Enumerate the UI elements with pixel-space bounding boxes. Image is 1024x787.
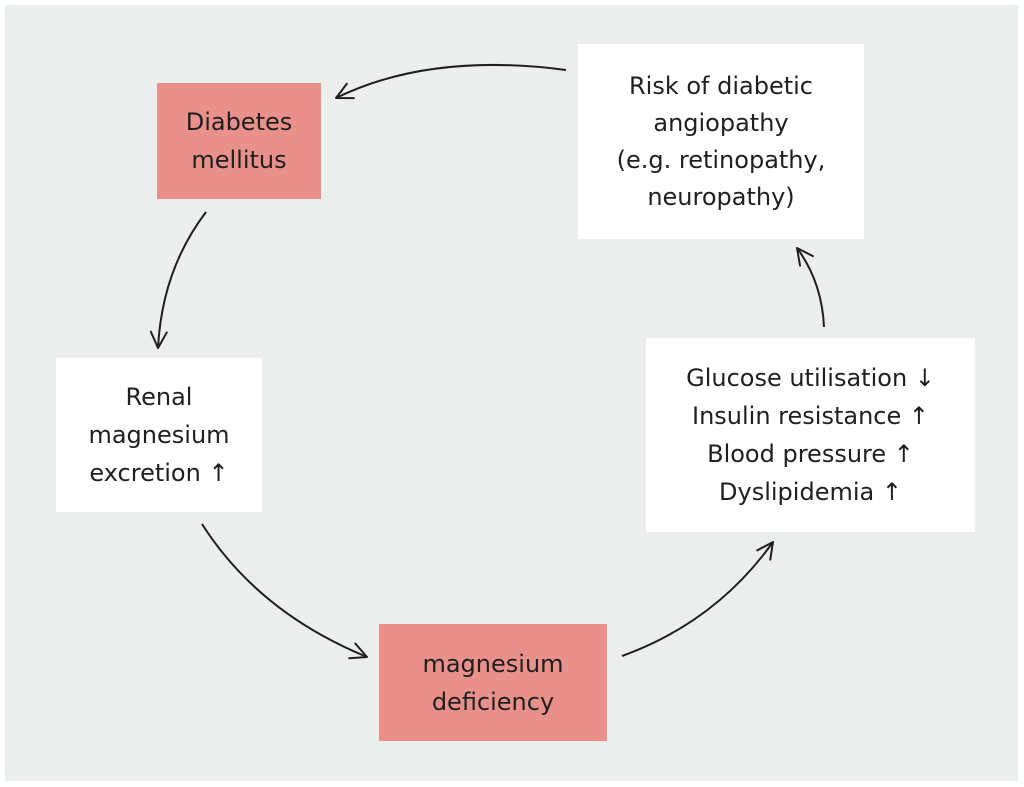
node-risk-line-4: neuropathy) xyxy=(647,182,795,211)
node-renal-line-3: excretion ↑ xyxy=(89,459,229,487)
node-effects-line-3: Blood pressure ↑ xyxy=(707,440,914,468)
node-magnesium-deficiency: magnesium deficiency xyxy=(379,624,607,741)
node-renal-line-2: magnesium xyxy=(88,421,230,449)
node-magnesium-line-1: magnesium xyxy=(422,649,564,678)
node-diabetes-line-2: mellitus xyxy=(191,146,287,174)
node-magnesium-line-2: deficiency xyxy=(431,687,555,716)
node-diabetes-mellitus: Diabetes mellitus xyxy=(157,83,321,199)
node-risk-line-2: angiopathy xyxy=(653,108,789,137)
node-diabetes-line-1: Diabetes xyxy=(185,108,293,136)
node-renal-line-1: Renal xyxy=(125,383,193,411)
node-risk-angiopathy: Risk of diabetic angiopathy (e.g. retino… xyxy=(578,44,864,239)
node-risk-line-1: Risk of diabetic xyxy=(628,71,814,100)
node-effects-line-1: Glucose utilisation ↓ xyxy=(686,364,935,392)
node-risk-line-3: (e.g. retinopathy, xyxy=(616,145,826,174)
node-effects-line-2: Insulin resistance ↑ xyxy=(692,402,929,430)
node-metabolic-effects: Glucose utilisation ↓ Insulin resistance… xyxy=(646,338,975,532)
node-effects-line-4: Dyslipidemia ↑ xyxy=(719,478,902,506)
node-renal-excretion: Renal magnesium excretion ↑ xyxy=(56,358,262,512)
